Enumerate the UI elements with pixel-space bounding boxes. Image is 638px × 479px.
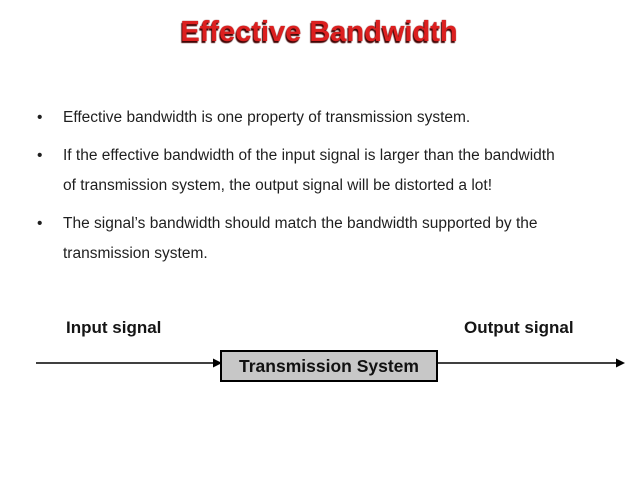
bullet-icon: •: [37, 215, 43, 232]
input-arrow-icon: [36, 358, 222, 368]
bullet-line: The signal’s bandwidth should match the …: [63, 215, 538, 232]
bullet-item: • Effective bandwidth is one property of…: [37, 103, 609, 133]
bullet-text: If the effective bandwidth of the input …: [63, 141, 609, 201]
bullet-line: transmission system.: [63, 245, 208, 262]
output-arrow-icon: [437, 358, 625, 368]
bullet-line: of transmission system, the output signa…: [63, 177, 493, 194]
bullet-item: • The signal’s bandwidth should match th…: [37, 209, 609, 269]
bullet-icon: •: [37, 147, 43, 164]
bullet-text: The signal’s bandwidth should match the …: [63, 209, 609, 269]
bullet-item: • If the effective bandwidth of the inpu…: [37, 141, 609, 201]
bullet-line: Effective bandwidth is one property of t…: [63, 109, 471, 126]
bullet-text: Effective bandwidth is one property of t…: [63, 103, 609, 133]
bullet-list: • Effective bandwidth is one property of…: [37, 103, 609, 277]
slide-title: Effective Bandwidth: [180, 16, 458, 48]
transmission-system-box: Transmission System: [220, 350, 438, 382]
output-signal-label: Output signal: [464, 318, 574, 337]
input-signal-label: Input signal: [66, 318, 162, 337]
bullet-line: If the effective bandwidth of the input …: [63, 147, 555, 164]
bullet-icon: •: [37, 109, 43, 126]
